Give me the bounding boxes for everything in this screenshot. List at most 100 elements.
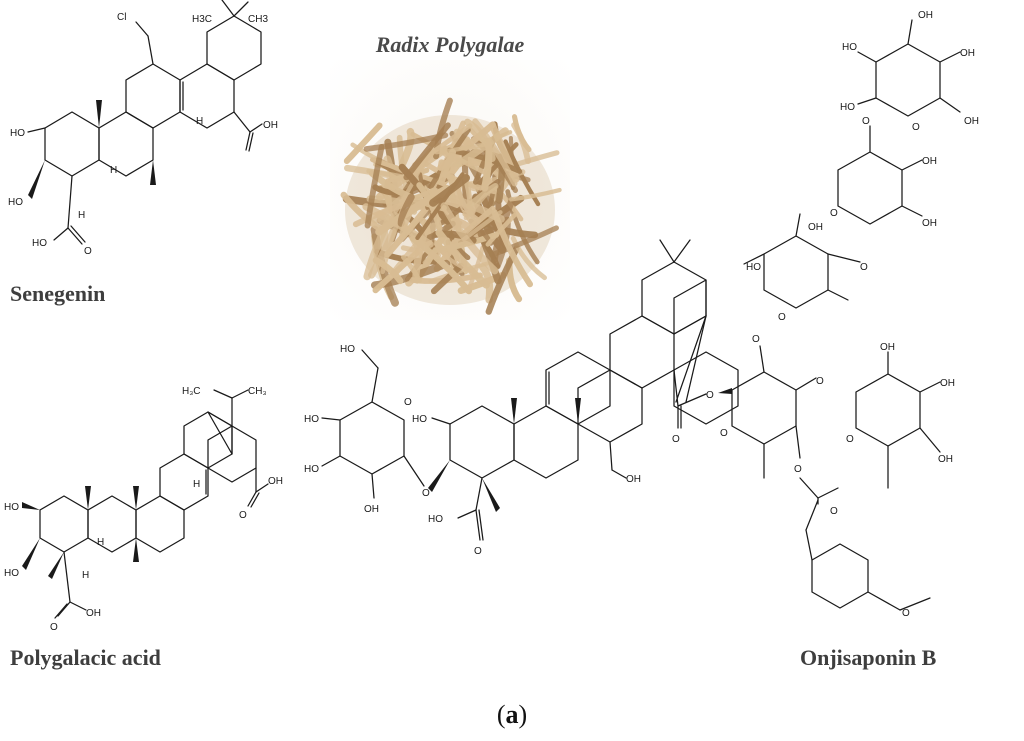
root-stick	[429, 174, 470, 207]
atom-label: HO	[746, 262, 761, 273]
atom-label: OH	[918, 10, 933, 21]
atom-label: O	[50, 622, 58, 633]
atom-label: H	[97, 537, 104, 548]
atom-label: OH	[964, 116, 979, 127]
atom-label: H3C	[192, 14, 212, 25]
atom-label: O	[862, 116, 870, 127]
atom-label: OH	[940, 378, 955, 389]
root-stick	[399, 207, 415, 240]
root-stick	[430, 262, 464, 295]
root-stick	[372, 250, 420, 294]
atom-label: O	[84, 246, 92, 257]
root-stick	[511, 122, 531, 165]
atom-label: CH3	[248, 14, 268, 25]
atom-label: Cl	[117, 12, 126, 23]
atom-label: HO	[4, 502, 19, 513]
atom-label: HO	[840, 102, 855, 113]
atom-label: H	[78, 210, 85, 221]
atom-label: O	[778, 312, 786, 323]
root-stick	[465, 182, 499, 210]
root-stick	[481, 140, 493, 192]
atom-label: HO	[32, 238, 47, 249]
atom-label: O	[474, 546, 482, 557]
root-stick	[438, 148, 457, 184]
root-stick	[478, 263, 494, 304]
atom-label: OH	[922, 156, 937, 167]
atom-label: HO	[842, 42, 857, 53]
atom-label: OH	[364, 504, 379, 515]
atom-label: H	[196, 116, 203, 127]
root-stick	[472, 118, 518, 187]
root-stick	[363, 132, 449, 152]
root-stick	[375, 184, 451, 236]
atom-label: O	[860, 262, 868, 273]
atom-label: O	[794, 464, 802, 475]
atom-label: HO	[428, 514, 443, 525]
root-stick	[435, 229, 490, 289]
onjisaponin-b-label: Onjisaponin B	[800, 645, 937, 670]
atom-label: OH	[626, 474, 641, 485]
atom-label: O	[816, 376, 824, 387]
atom-label: O	[720, 428, 728, 439]
root-stick	[401, 254, 422, 284]
atom-label: O	[846, 434, 854, 445]
atom-label: HO	[304, 414, 319, 425]
atom-label: H	[110, 165, 117, 176]
atom-label: O	[830, 506, 838, 517]
atom-label: O	[912, 122, 920, 133]
atom-label: O	[752, 334, 760, 345]
root-stick	[364, 144, 385, 229]
atom-label: HO	[4, 568, 19, 579]
root-stick	[485, 212, 517, 247]
root-pile-image	[340, 97, 562, 315]
atom-label: OH	[880, 342, 895, 353]
atom-label: O	[902, 608, 910, 619]
root-stick	[367, 228, 397, 279]
polygalacic-acid-structure: H₃C CH₃ H H H OH O HO HO OH O	[4, 386, 283, 633]
atom-label: O	[422, 488, 430, 499]
atom-label: OH	[960, 48, 975, 59]
root-stick	[491, 209, 533, 288]
atom-label: HO	[304, 464, 319, 475]
root-stick	[489, 225, 559, 258]
caption-open-paren: (	[496, 700, 506, 729]
atom-label: H₃C	[182, 386, 201, 397]
atom-label: OH	[263, 120, 278, 131]
polygalacic-acid-label: Polygalacic acid	[10, 645, 161, 670]
root-stick	[343, 122, 383, 165]
atom-label: O	[672, 434, 680, 445]
atom-label: HO	[10, 128, 25, 139]
root-stick	[508, 187, 562, 202]
atom-label: O	[239, 510, 247, 521]
atom-label: O	[706, 390, 714, 401]
senegenin-label: Senegenin	[10, 281, 106, 306]
root-stick	[435, 244, 475, 274]
atom-label: OH	[938, 454, 953, 465]
root-stick	[510, 235, 547, 281]
caption-letter: a	[505, 700, 519, 729]
root-stick	[466, 245, 485, 291]
root-stick	[397, 193, 415, 227]
caption-close-paren: )	[518, 700, 528, 729]
atom-label: HO	[412, 414, 427, 425]
root-stick	[440, 202, 499, 275]
root-stick	[455, 127, 509, 168]
atom-label: OH	[808, 222, 823, 233]
atom-label: OH	[922, 218, 937, 229]
atom-label: OH	[268, 476, 283, 487]
atom-label: O	[830, 208, 838, 219]
atom-label: O	[404, 397, 412, 408]
atom-label: OH	[86, 608, 101, 619]
atom-label: HO	[8, 197, 23, 208]
atom-label: CH₃	[248, 386, 267, 397]
atom-label: H	[193, 479, 200, 490]
atom-label: H	[82, 570, 89, 581]
senegenin-structure: Cl H3C CH3 H H H OH HO HO HO O	[8, 0, 278, 257]
figure-caption: (a)	[0, 700, 1024, 730]
root-stick	[340, 191, 385, 233]
root-stick	[489, 122, 520, 183]
atom-label: HO	[340, 344, 355, 355]
radix-polygalae-photo	[330, 60, 570, 320]
root-stick	[403, 122, 451, 181]
onjisaponin-b-structure: HO O HO HO OH O HO HO O OH O O O O O	[304, 10, 979, 619]
